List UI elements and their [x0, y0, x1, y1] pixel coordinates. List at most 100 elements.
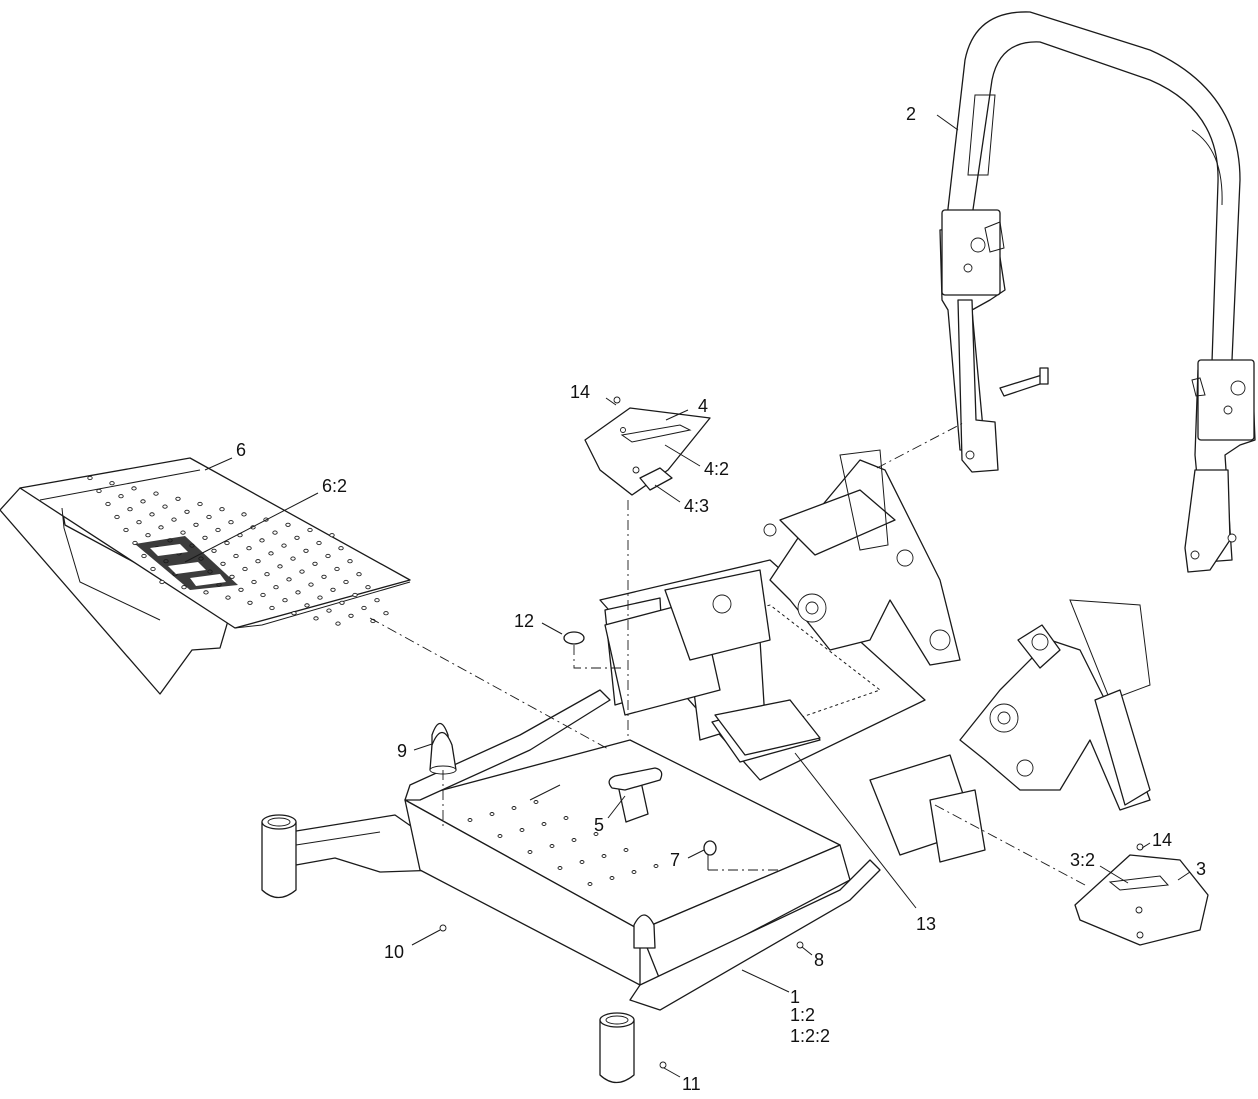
- hole: [219, 507, 225, 512]
- slot-pad: [608, 767, 663, 791]
- callout-11: 11: [682, 1074, 701, 1094]
- hole: [497, 834, 503, 838]
- hole: [295, 590, 301, 595]
- fastener-8: [796, 941, 804, 949]
- callout-3-2: 3:2: [1070, 850, 1095, 870]
- callout-4-3: 4:3: [684, 496, 709, 516]
- hole: [467, 818, 473, 822]
- hole: [330, 587, 336, 592]
- callout-3: 3: [1196, 859, 1206, 879]
- hole: [593, 832, 599, 836]
- hole: [325, 553, 331, 559]
- hole: [225, 595, 231, 600]
- hole: [153, 491, 159, 496]
- hole: [356, 572, 362, 577]
- callout-1-2: 1:2: [790, 1005, 815, 1025]
- hole: [304, 603, 310, 608]
- hole: [180, 530, 186, 535]
- callout-7: 7: [670, 850, 680, 870]
- hole: [158, 525, 164, 530]
- callout-13: 13: [916, 914, 936, 934]
- callout-14-right: 14: [1152, 830, 1172, 850]
- hole: [347, 559, 353, 564]
- hole: [308, 582, 314, 587]
- hole: [653, 864, 659, 868]
- callout-12: 12: [514, 611, 534, 631]
- hole: [348, 613, 354, 618]
- hole: [631, 870, 637, 874]
- hole: [202, 535, 208, 540]
- callout-labels: 2 4 14 4:2 4:3 6 6:2 12 9 5 7 13 14 3:2 …: [236, 104, 1206, 1094]
- hole: [118, 494, 124, 499]
- hole: [541, 822, 547, 826]
- alignment-lines: [369, 421, 1086, 886]
- hole: [609, 876, 615, 880]
- hole: [162, 504, 168, 509]
- hole: [145, 533, 151, 538]
- hole: [511, 806, 517, 810]
- hole: [175, 496, 181, 501]
- hole: [334, 566, 340, 572]
- roll-bar: [939, 11, 1256, 573]
- fastener-14-right: [1136, 843, 1144, 851]
- callout-4-2: 4:2: [704, 459, 729, 479]
- hole: [285, 522, 291, 527]
- hole: [571, 838, 577, 842]
- hole: [299, 569, 305, 574]
- hole: [203, 590, 209, 595]
- fastener-10: [439, 924, 447, 932]
- support-plate-right: [1074, 854, 1209, 946]
- hole: [224, 540, 230, 546]
- hole: [623, 848, 629, 852]
- hole: [105, 501, 111, 507]
- hole: [290, 556, 296, 561]
- hole: [307, 527, 313, 533]
- hole: [238, 587, 244, 592]
- hole: [159, 579, 165, 585]
- hole: [181, 585, 187, 590]
- foot-plate: [0, 457, 411, 695]
- hole: [286, 577, 292, 582]
- hole: [339, 600, 345, 605]
- hole: [277, 564, 283, 569]
- hole: [127, 507, 133, 512]
- hole: [291, 611, 297, 616]
- hole: [149, 512, 155, 517]
- hole: [211, 548, 217, 553]
- hole: [251, 579, 257, 585]
- hole: [294, 535, 300, 540]
- callout-9: 9: [397, 741, 407, 761]
- hole: [343, 579, 349, 585]
- hole: [557, 866, 563, 870]
- hole: [171, 517, 177, 522]
- hole: [316, 540, 322, 546]
- hole: [193, 522, 199, 527]
- hole: [215, 527, 221, 533]
- hole: [282, 598, 288, 603]
- hole: [264, 572, 270, 577]
- callout-14-top: 14: [570, 382, 590, 402]
- callout-1-2-2: 1:2:2: [790, 1026, 830, 1046]
- hole: [365, 585, 371, 590]
- hole: [338, 546, 344, 551]
- fastener-14-top: [613, 396, 621, 404]
- hole: [141, 553, 147, 559]
- callout-1: 1: [790, 987, 800, 1007]
- hole: [242, 566, 248, 572]
- callout-6-2: 6:2: [322, 476, 347, 496]
- hole: [96, 488, 102, 494]
- fastener-11: [659, 1061, 667, 1069]
- main-frame: [261, 449, 1151, 1084]
- callout-2: 2: [906, 104, 916, 124]
- hole: [140, 499, 146, 504]
- hole: [549, 844, 555, 848]
- hole: [361, 605, 367, 611]
- hole: [87, 475, 93, 481]
- hole: [184, 509, 190, 514]
- hole: [281, 543, 287, 548]
- hole: [220, 561, 226, 566]
- hole: [321, 574, 327, 579]
- hole: [563, 816, 569, 820]
- callout-10: 10: [384, 942, 404, 962]
